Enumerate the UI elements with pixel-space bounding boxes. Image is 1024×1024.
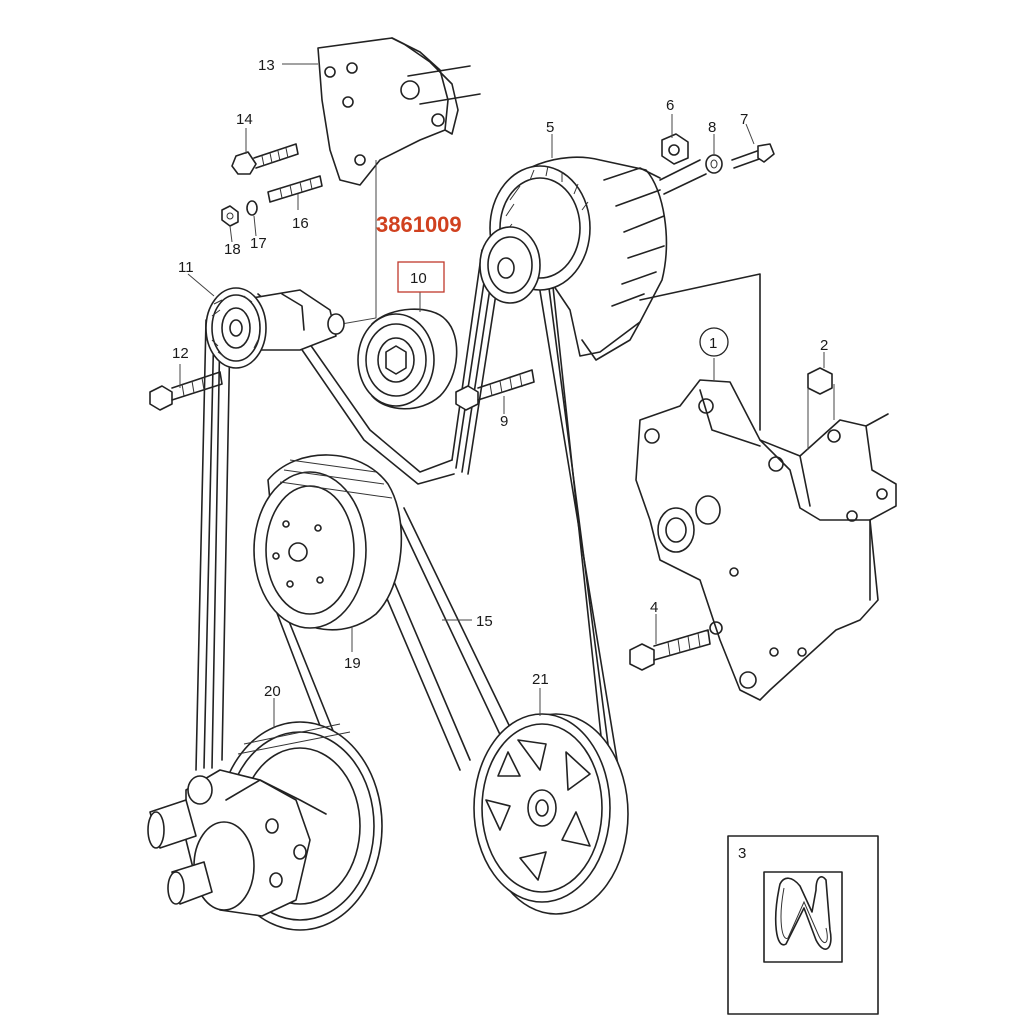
nut-6 [661, 133, 689, 165]
pulley-21 [473, 713, 629, 915]
bolt-7 [731, 143, 775, 169]
idler-pulley-10 [357, 308, 458, 410]
callout-10-highlight-box [397, 261, 445, 293]
stud-16 [267, 175, 323, 203]
callout-1-circle [699, 327, 729, 357]
nut-18 [221, 205, 239, 227]
callouts: 13 14 16 17 18 11 12 9 5 6 8 7 2 4 15 19… [172, 57, 828, 862]
main-bracket-1 [635, 379, 897, 701]
callout-8: 8 [708, 119, 716, 136]
callout-6: 6 [666, 97, 674, 114]
callout-20: 20 [264, 683, 281, 700]
callout-17: 17 [250, 235, 267, 252]
callout-10: 10 [410, 270, 427, 287]
callout-7: 7 [740, 111, 748, 128]
tensioner-11 [205, 287, 345, 369]
callout-13: 13 [258, 57, 275, 74]
callout-19: 19 [344, 655, 361, 672]
callout-1: 1 [709, 335, 717, 352]
water-pump [147, 769, 327, 917]
bolt-9 [455, 369, 535, 411]
part-number: 3861009 [376, 212, 462, 237]
callout-21: 21 [532, 671, 549, 688]
bolt-4 [629, 629, 711, 671]
washer-17 [246, 200, 258, 216]
leader-lines [179, 63, 825, 728]
callout-5: 5 [546, 119, 554, 136]
callout-15: 15 [476, 613, 493, 630]
callout-11: 11 [178, 259, 194, 276]
bolt-14 [231, 143, 299, 175]
bolt-12 [149, 371, 223, 411]
callout-4: 4 [650, 599, 658, 616]
washer-8 [705, 154, 723, 174]
callout-16: 16 [292, 215, 309, 232]
stud-2 [807, 367, 835, 450]
callout-18: 18 [224, 241, 241, 258]
belt-routing-inset-3 [727, 835, 879, 1015]
callout-9: 9 [500, 413, 508, 430]
upper-bracket-13 [317, 37, 481, 327]
alternator-5 [479, 156, 761, 431]
callout-12: 12 [172, 345, 189, 362]
callout-2: 2 [820, 337, 828, 354]
callout-14: 14 [236, 111, 253, 128]
crank-pulley-19 [253, 454, 403, 631]
callout-3: 3 [738, 845, 746, 862]
